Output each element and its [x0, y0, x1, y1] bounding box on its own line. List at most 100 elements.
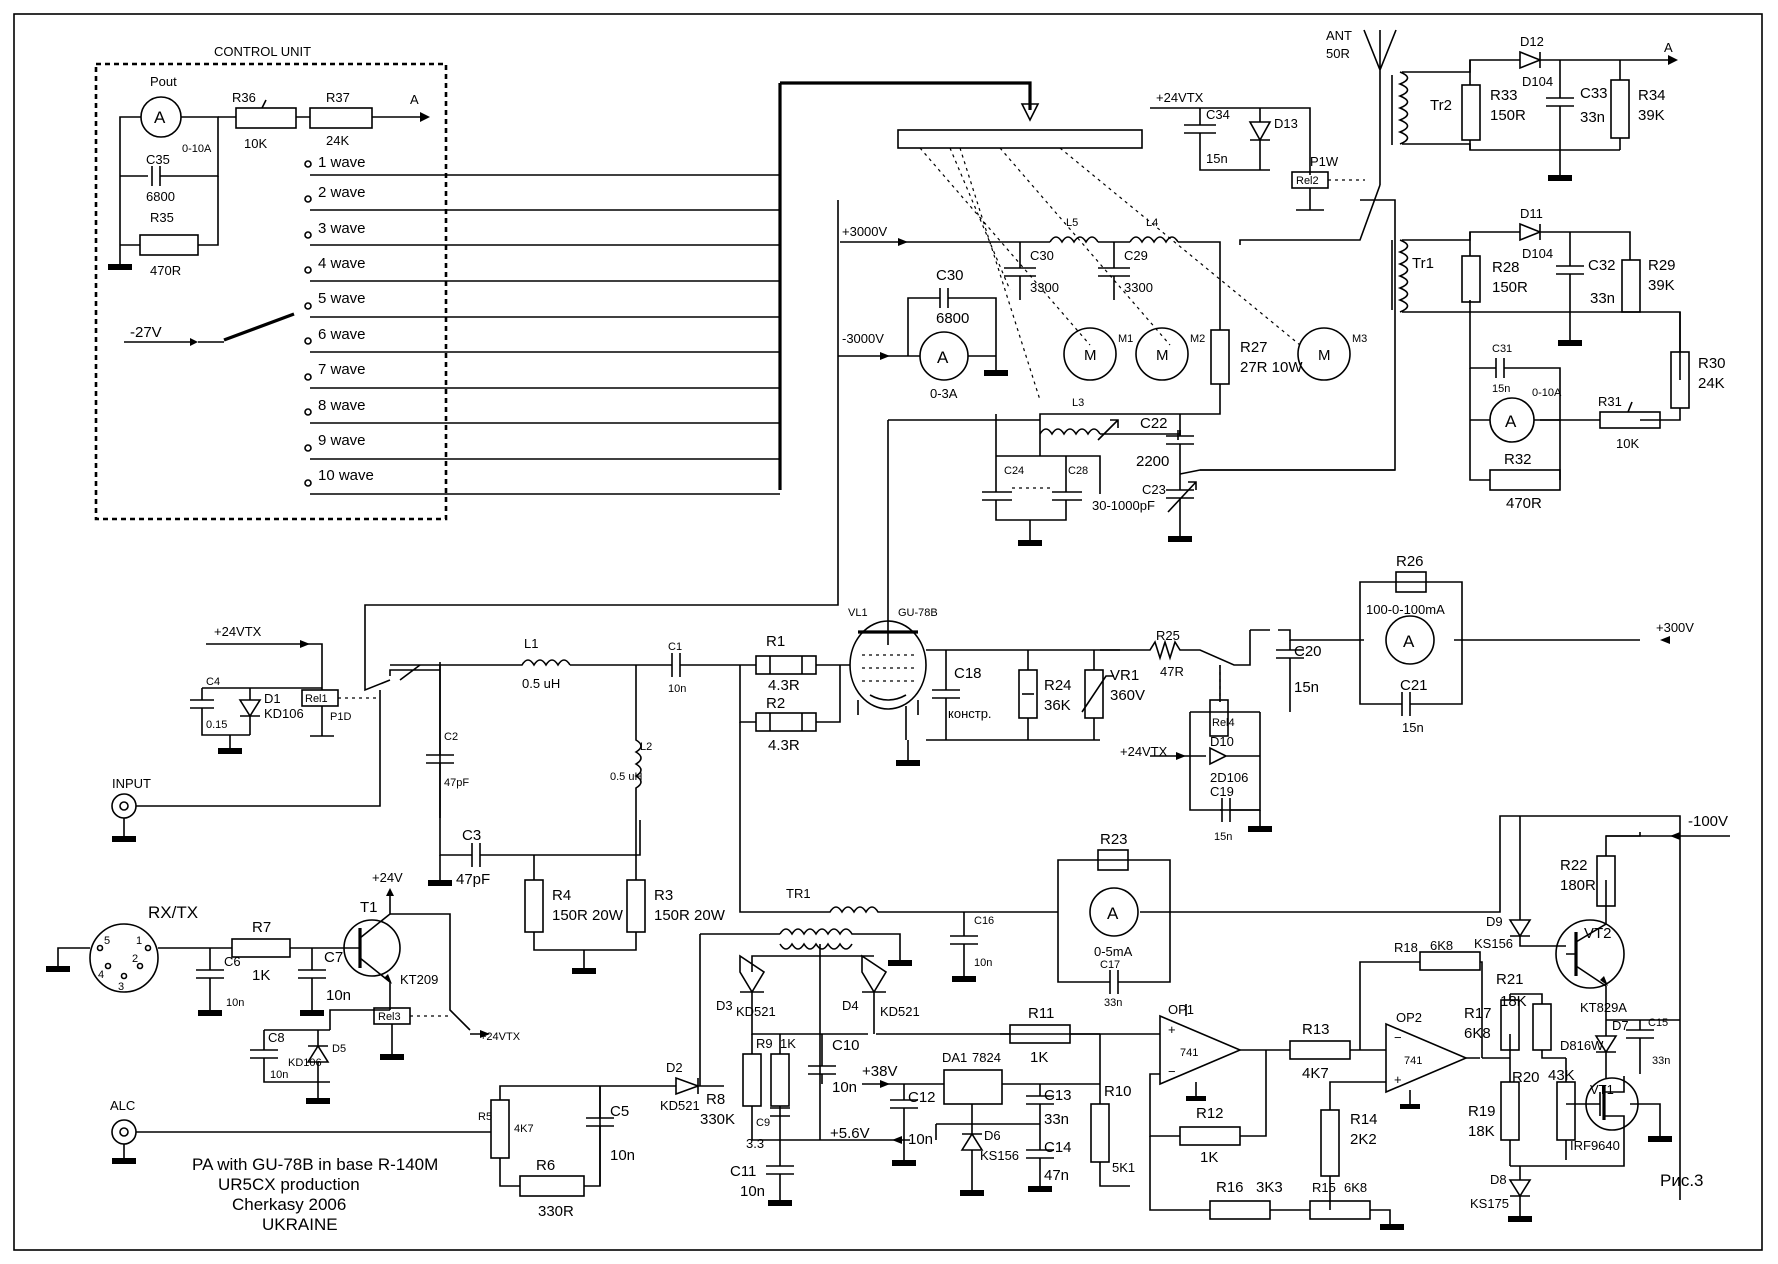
- r6-label: R6: [536, 1157, 555, 1174]
- ground-symbol: [1400, 1104, 1420, 1109]
- c31-label: C31: [1492, 343, 1512, 355]
- hv-pos-label: +3000V: [842, 224, 888, 239]
- ground-symbol: [888, 960, 912, 966]
- title-line-4: UKRAINE: [262, 1215, 338, 1234]
- vt2-label: VT2: [1584, 925, 1612, 942]
- c7-label: C7: [324, 949, 343, 966]
- ground-symbol: [984, 370, 1008, 376]
- r8-value: 330K: [700, 1111, 735, 1128]
- r5-label: R5: [478, 1111, 492, 1123]
- d1-label: D1: [264, 691, 281, 706]
- c30b-label: C30: [936, 267, 964, 284]
- d4-label: D4: [842, 998, 859, 1013]
- r9-value: 1K: [780, 1036, 796, 1051]
- pout-range: 0-10A: [182, 143, 212, 155]
- r28-value: 150R: [1492, 279, 1528, 296]
- ground-symbol: [428, 880, 452, 886]
- vt2-transistor: [1555, 919, 1625, 989]
- r22-value: 180R: [1560, 877, 1596, 894]
- plus38v-label: +38V: [862, 1063, 897, 1080]
- wave-8-label: 8 wave: [318, 397, 366, 414]
- d6-type-label: KS156: [980, 1148, 1019, 1163]
- c21-label: C21: [1400, 677, 1428, 694]
- l3-label: L3: [1072, 397, 1084, 409]
- input-stage: +24VTX C4 0.15 D1 KD106 Rel1 P1D INPUT L…: [111, 612, 841, 974]
- r12-value: 1K: [1200, 1149, 1218, 1166]
- pout-label: Pout: [150, 74, 177, 89]
- r6: [519, 1175, 585, 1197]
- vl1-label: VL1: [848, 607, 868, 619]
- motor-m2-glyph: M: [1156, 347, 1169, 364]
- c19-label: C19: [1210, 784, 1234, 799]
- r22-label: R22: [1560, 857, 1588, 874]
- r6-value: 330R: [538, 1203, 574, 1220]
- m3-label: M3: [1352, 333, 1367, 345]
- r11-label: R11: [1028, 1005, 1054, 1022]
- r14: [1320, 1109, 1340, 1177]
- motor-m1: [1063, 327, 1117, 381]
- wave-4-label: 4 wave: [318, 255, 366, 272]
- r22: [1596, 855, 1616, 907]
- input-connector[interactable]: [111, 793, 137, 819]
- ground-symbol: [198, 1010, 222, 1016]
- l1-label: L1: [524, 636, 538, 651]
- c9-value: 3.3: [746, 1136, 764, 1151]
- r29-value: 39K: [1648, 277, 1675, 294]
- rxtx-connector[interactable]: [89, 923, 159, 993]
- d5-type-label: KD106: [288, 1057, 322, 1069]
- tr1-meter-range: 0-10A: [1532, 387, 1562, 399]
- r19-value: 18K: [1468, 1123, 1495, 1140]
- wave-9-label: 9 wave: [318, 432, 366, 449]
- l4-label: L4: [1146, 217, 1158, 229]
- r31: [1599, 411, 1661, 429]
- c12-value: 10n: [908, 1131, 933, 1148]
- c30b-value: 6800: [936, 310, 969, 327]
- meter-glyph: A: [154, 108, 166, 127]
- vt2-type-label: KT829A: [1580, 1000, 1627, 1015]
- rxtx-label: RX/TX: [148, 903, 198, 922]
- r21-label: R21: [1496, 971, 1524, 988]
- control-unit: CONTROL UNIT A Pout 0-10A C35 6800 R35 4…: [94, 44, 448, 521]
- op2-type-label: 741: [1404, 1055, 1422, 1067]
- c8-value: 10n: [270, 1069, 288, 1081]
- r29: [1621, 259, 1641, 313]
- antenna-relay: ANT 50R +24VTX C34 15n D13 Rel2 P1W: [1150, 28, 1397, 471]
- t1-label: T1: [360, 899, 378, 916]
- tr2-label: Tr2: [1430, 97, 1452, 114]
- alc-connector[interactable]: [111, 1119, 137, 1145]
- c29-value: 3300: [1124, 280, 1153, 295]
- c19-value: 15n: [1214, 831, 1232, 843]
- band-switch-bar: [897, 129, 1143, 149]
- r11: [1009, 1024, 1071, 1044]
- r10-value: 5K1: [1112, 1160, 1135, 1175]
- c24-label: C24: [1004, 465, 1024, 477]
- d10-type-label: 2D106: [1210, 770, 1248, 785]
- d9-type-label: KS156: [1474, 936, 1513, 951]
- r35: [139, 234, 199, 256]
- c23-value: 30-1000pF: [1092, 498, 1155, 513]
- r21: [1532, 1003, 1552, 1051]
- d13-label: D13: [1274, 116, 1298, 131]
- r21-value: 18K: [1500, 993, 1527, 1010]
- r37-value: 24K: [326, 133, 349, 148]
- bias-meter: [1089, 887, 1139, 937]
- ground-symbol: [896, 760, 920, 766]
- r35-label: R35: [150, 210, 174, 225]
- rel2-type-label: P1W: [1310, 154, 1339, 169]
- pin-2: 2: [132, 953, 138, 965]
- r1-value: 4.3R: [768, 677, 800, 694]
- c22-value: 2200: [1136, 453, 1169, 470]
- title-line-3: Cherkasy 2006: [232, 1195, 346, 1214]
- r33-label: R33: [1490, 87, 1518, 104]
- plus300v-label: +300V: [1656, 620, 1694, 635]
- alc-stage: ALC R5 4K7 R6 330R C5 10n D2 KD521 R8 33…: [110, 1060, 735, 1220]
- d8-label: D8: [1490, 1172, 1507, 1187]
- r24: [1018, 669, 1038, 719]
- hv-meter-range: 0-3A: [930, 386, 958, 401]
- r5-value: 4K7: [514, 1123, 534, 1135]
- c16-value: 10n: [974, 957, 992, 969]
- ground-symbol: [952, 976, 976, 982]
- ground-symbol: [112, 1158, 136, 1164]
- d12-label: D12: [1520, 34, 1544, 49]
- d6-label: D6: [984, 1128, 1001, 1143]
